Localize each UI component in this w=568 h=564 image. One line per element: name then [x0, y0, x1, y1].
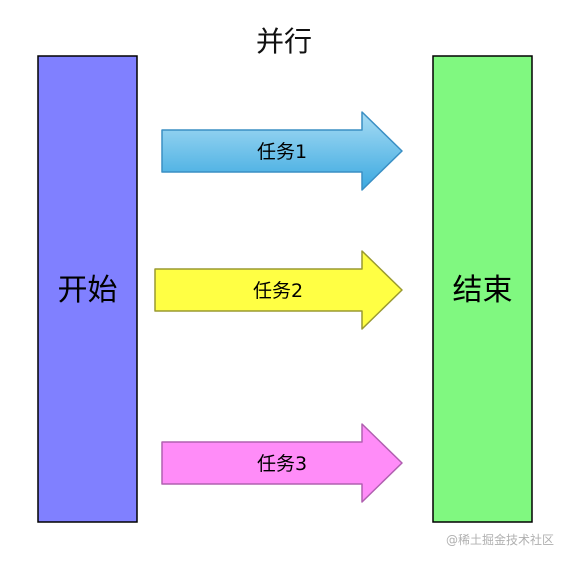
- diagram-title: 并行: [255, 25, 312, 58]
- task-2-arrow: 任务2: [154, 250, 403, 330]
- end-label: 结束: [453, 273, 513, 308]
- start-box: [37, 55, 138, 523]
- task-1-arrow: 任务1: [161, 111, 403, 191]
- task-3-label: 任务3: [257, 453, 307, 475]
- task-1-label: 任务1: [257, 141, 307, 163]
- task-2-arrow-shape: [154, 250, 403, 330]
- task-3-arrow-shape: [161, 423, 403, 503]
- watermark: @稀土掘金技术社区: [445, 533, 554, 547]
- task-3-arrow: 任务3: [161, 423, 403, 503]
- task-1-arrow-shape: [161, 111, 403, 191]
- task-2-label: 任务2: [253, 280, 303, 302]
- start-label: 开始: [58, 273, 118, 308]
- end-box: [432, 55, 533, 523]
